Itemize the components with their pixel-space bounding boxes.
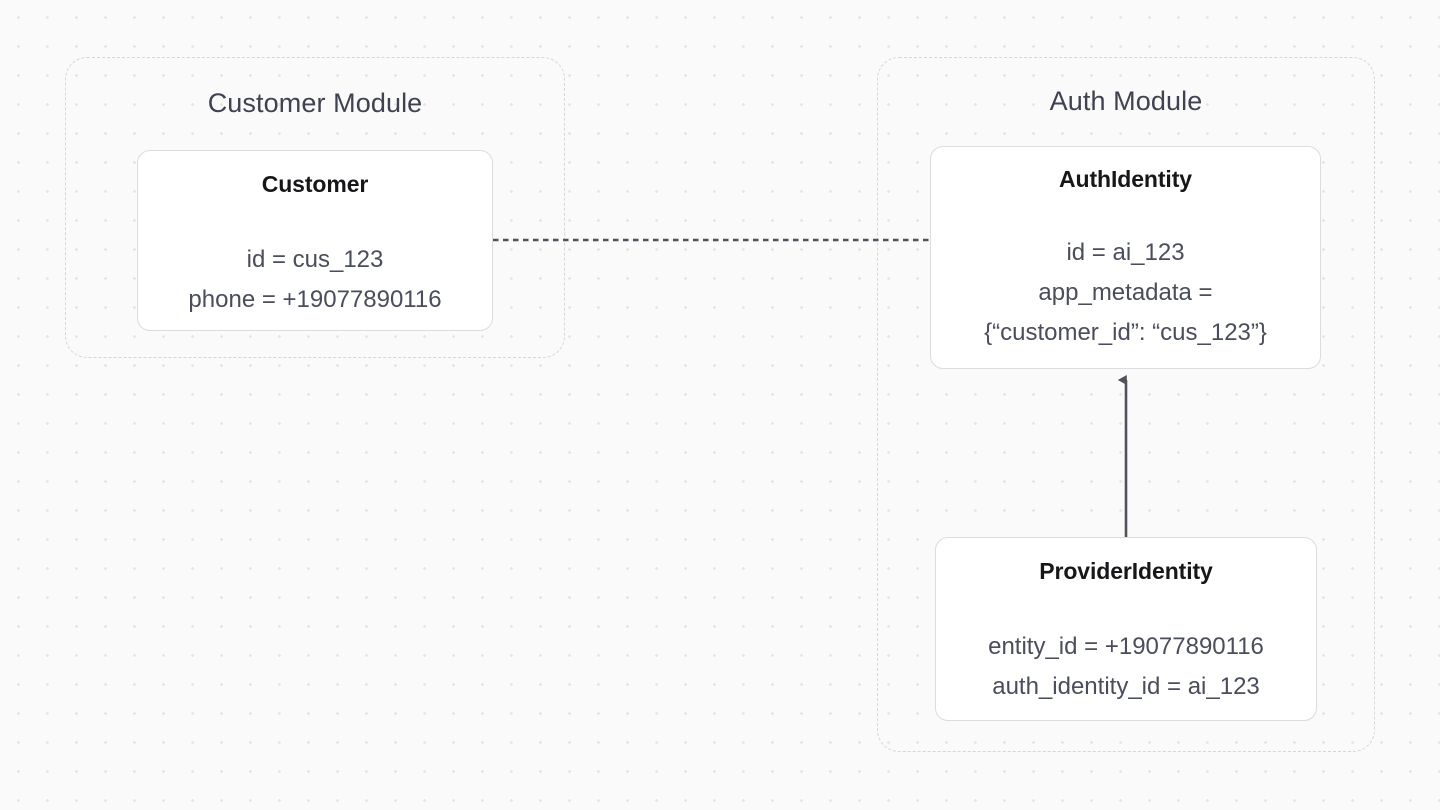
entity-fields-customer: id = cus_123 phone = +19077890116: [138, 240, 492, 320]
module-title-auth: Auth Module: [1049, 86, 1203, 116]
entity-card-customer[interactable]: Customer id = cus_123 phone = +190778901…: [137, 150, 493, 331]
entity-field: id = ai_123: [1066, 239, 1185, 266]
entity-field: app_metadata =: [1038, 279, 1213, 306]
entity-title-authidentity: AuthIdentity: [1059, 166, 1192, 192]
entity-title-provideridentity: ProviderIdentity: [1039, 558, 1213, 584]
entity-fields-authidentity: id = ai_123 app_metadata = {“customer_id…: [931, 233, 1320, 353]
entity-field: id = cus_123: [246, 246, 384, 273]
entity-card-authidentity[interactable]: AuthIdentity id = ai_123 app_metadata = …: [930, 146, 1321, 369]
entity-field: entity_id = +19077890116: [988, 633, 1264, 660]
entity-card-provideridentity[interactable]: ProviderIdentity entity_id = +1907789011…: [935, 537, 1317, 721]
module-title-customer: Customer Module: [207, 88, 423, 118]
entity-field: {“customer_id”: “cus_123”}: [984, 319, 1267, 346]
entity-field: phone = +19077890116: [188, 286, 442, 313]
module-container-auth[interactable]: Auth Module: [877, 57, 1375, 752]
module-container-customer[interactable]: Customer Module: [65, 57, 565, 358]
entity-title-customer: Customer: [261, 171, 369, 197]
entity-field: auth_identity_id = ai_123: [992, 673, 1260, 700]
entity-fields-provideridentity: entity_id = +19077890116 auth_identity_i…: [936, 627, 1316, 707]
